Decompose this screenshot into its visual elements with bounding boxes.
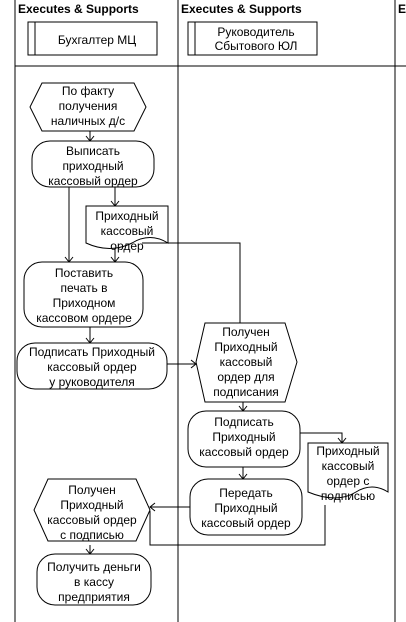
lane-2-header: Executes & Supports: [181, 2, 302, 16]
connectors: [68, 131, 343, 554]
role-head: Руководитель Сбытового ЮЛ: [187, 21, 318, 56]
document-order-signed-line-1: Приходный: [316, 444, 379, 458]
connector-9: [300, 432, 343, 443]
document-order-signed-line-2: кассовый: [322, 459, 375, 473]
lane-3-header: E: [398, 2, 406, 16]
lane-1-header: Executes & Supports: [18, 2, 139, 16]
function-sign-by-head: Подписать Приходный кассовый ордер у рук…: [16, 342, 168, 390]
function-sign: Подписать Приходный кассовый ордер: [187, 410, 301, 468]
event-received-for-signing: Получен Приходный кассовый ордер для под…: [195, 322, 298, 403]
function-write-order-line-2: приходный: [62, 159, 123, 173]
event-cash-received-line-2: получения: [59, 99, 118, 113]
function-transfer-line-2: Приходный: [214, 501, 277, 515]
function-sign-by-head-line-3: у руководителя: [49, 375, 134, 389]
connector-5: [142, 242, 241, 323]
role-accountant: Бухгалтер МЦ: [27, 21, 158, 56]
connector-12: [149, 505, 326, 546]
function-receive-money-line-3: предприятия: [58, 590, 130, 604]
event-received-signed-line-2: Приходный: [60, 498, 123, 512]
function-write-order-line-3: кассовый ордер: [48, 174, 138, 188]
function-stamp-line-3: Приходном: [53, 296, 116, 310]
function-stamp-line-4: кассовом ордере: [36, 311, 132, 325]
role-head-label-line-2: Сбытового ЮЛ: [215, 39, 298, 53]
function-sign-line-1: Подписать: [214, 415, 273, 429]
document-order-line-2: кассовый: [101, 224, 154, 238]
role-accountant-label: Бухгалтер МЦ: [58, 33, 136, 47]
function-write-order: Выписать приходный кассовый ордер: [31, 140, 155, 188]
function-stamp-line-1: Поставить: [55, 266, 113, 280]
function-receive-money-line-2: в кассу: [74, 575, 114, 589]
function-receive-money: Получить деньги в кассу предприятия: [36, 553, 152, 606]
function-transfer-line-3: кассовый ордер: [201, 516, 291, 530]
event-received-for-signing-line-1: Получен: [222, 325, 270, 339]
event-cash-received-line-3: наличных д/с: [51, 114, 125, 128]
function-sign-line-3: кассовый ордер: [199, 445, 289, 459]
function-sign-line-2: Приходный: [212, 430, 275, 444]
event-received-for-signing-line-3: кассовый: [220, 355, 273, 369]
function-receive-money-line-1: Получить деньги: [47, 560, 141, 574]
event-received-signed-line-3: кассовый ордер: [47, 513, 137, 527]
arrowhead-10: [149, 502, 156, 512]
event-received-signed: Получен Приходный кассовый ордер с подпи…: [33, 478, 151, 542]
document-order-signed-line-4: подписью: [321, 489, 375, 503]
event-cash-received-line-1: По факту: [62, 84, 114, 98]
document-order-signed: Приходный кассовый ордер с подписью: [307, 442, 389, 503]
event-received-for-signing-line-5: подписания: [213, 385, 279, 399]
function-stamp: Поставить печать в Приходном кассовом ор…: [23, 261, 144, 328]
function-sign-by-head-line-1: Подписать Приходный: [29, 345, 155, 359]
document-order-line-1: Приходный: [95, 209, 158, 223]
event-received-signed-line-4: с подписью: [60, 528, 124, 542]
function-transfer: Передать Приходный кассовый ордер: [189, 478, 303, 536]
event-received-for-signing-line-4: ордер для: [217, 370, 274, 384]
function-stamp-line-2: печать в: [61, 281, 108, 295]
event-cash-received: По факту получения наличных д/с: [29, 82, 147, 132]
function-transfer-line-1: Передать: [219, 486, 273, 500]
document-order-signed-line-3: ордер с: [327, 474, 370, 488]
role-head-label-line-1: Руководитель: [217, 25, 294, 39]
function-sign-by-head-line-2: кассовый ордер: [47, 360, 137, 374]
document-order-line-3: ордер: [110, 239, 144, 253]
function-write-order-line-1: Выписать: [66, 144, 120, 158]
document-order: Приходный кассовый ордер: [85, 205, 169, 253]
event-received-for-signing-line-2: Приходный: [214, 340, 277, 354]
event-received-signed-line-1: Получен: [68, 483, 116, 497]
